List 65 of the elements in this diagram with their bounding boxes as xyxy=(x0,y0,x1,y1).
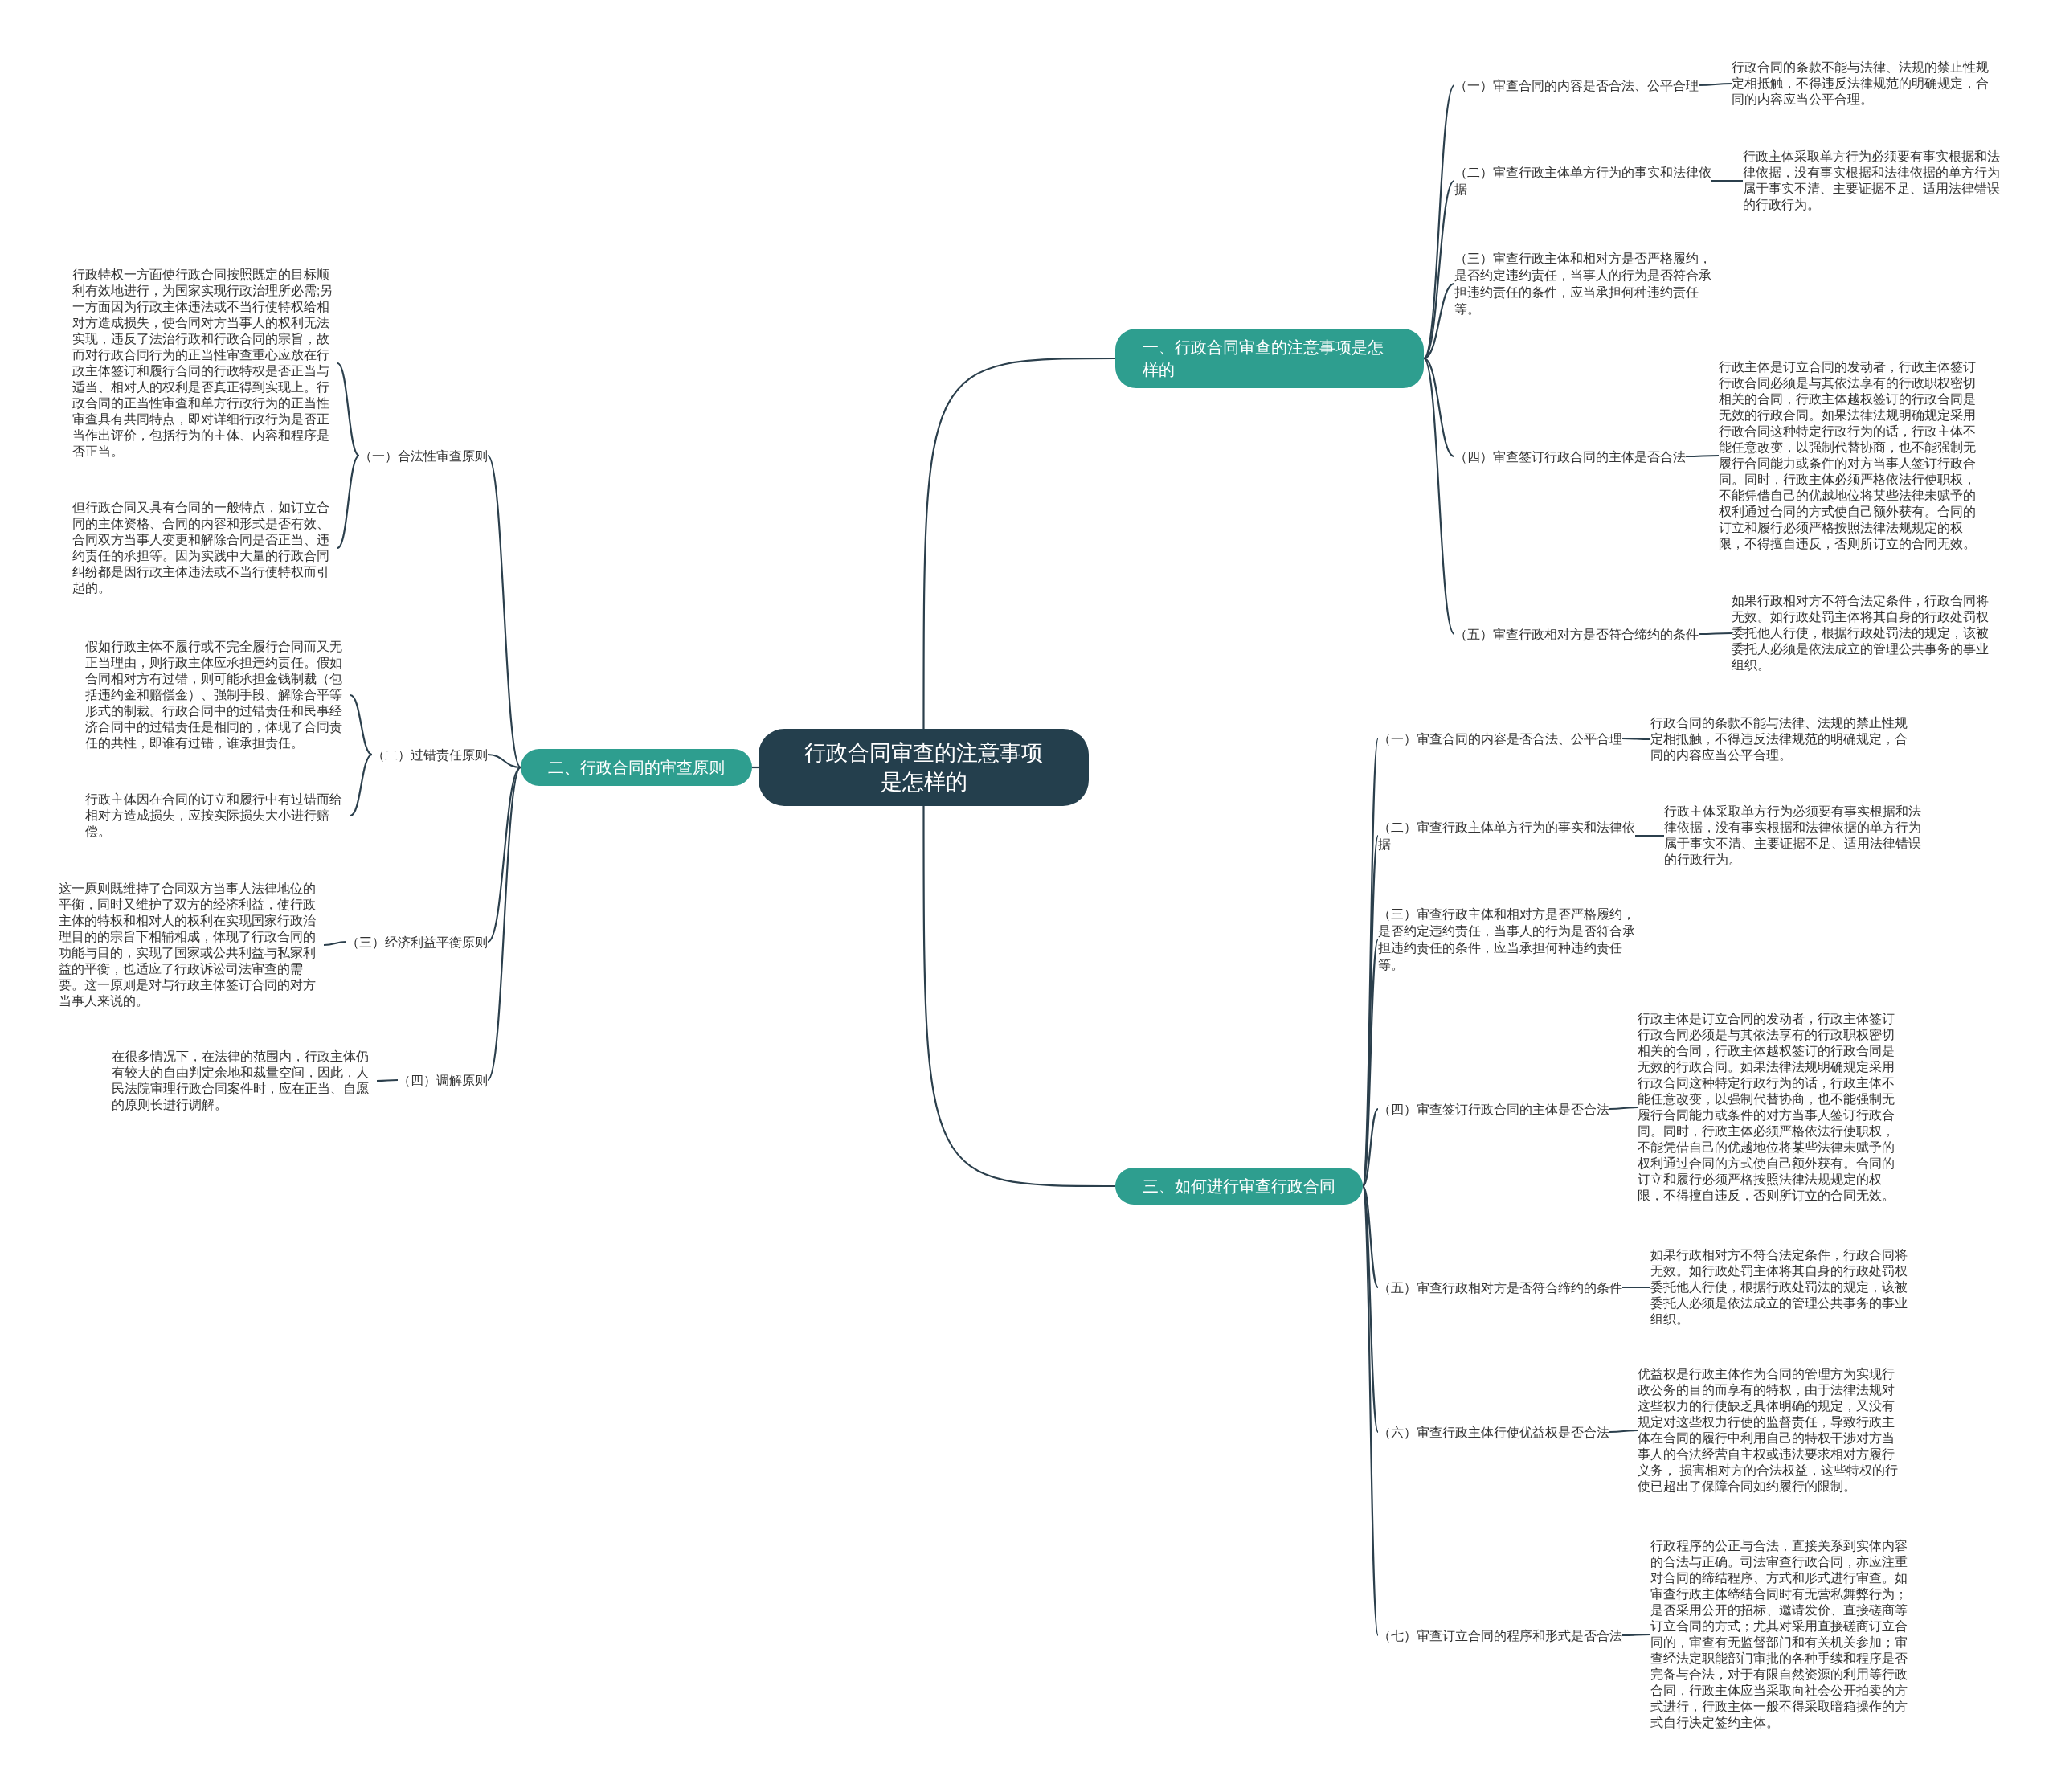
connector-line xyxy=(1423,283,1455,359)
connector-line xyxy=(377,1078,398,1082)
connector-line xyxy=(1609,1106,1638,1111)
subtopic-label: （三）审查行政主体和相对方是否严格履约，是否约定违约责任，当事人的行为是否符合承担违约责任的条件，应当承担何种违约责任等。 xyxy=(1454,250,1711,317)
subtopic-label: （三）审查行政主体和相对方是否严格履约，是否约定违约责任，当事人的行为是否符合承担违约责任的条件，应当承担何种违约责任等。 xyxy=(1378,906,1635,973)
detail-text: 在很多情况下，在法律的范围内，行政主体仍有较大的自由判定余地和裁量空间，因此，人民法院审理行政合同案件时，应在正当、自愿的原则长进行调解。 xyxy=(112,1049,377,1113)
connector-line xyxy=(1622,1286,1650,1289)
detail-text: 行政程序的公正与合法，直接关系到实体内容的合法与正确。司法审查行政合同，亦应注重对合同的缔结程序、方式和形式进行审查。如审查行政主体缔结合同时有无营私舞弊行为；是否采用公开的招标、邀请发价、直接磋商等订立合同的方式；尤其对采用直接磋商订立合同的，审查有无监督部门和有关机关参加；审查经法定职能部门审批的各种手续和程序是否完备与合法，对于有限自然资源的利用等行政合同，行政主体应当采取向社会公开拍卖的方式进行，行政主体一般不得采取暗箱操作的方式自行决定签约主体。 xyxy=(1650,1538,1916,1731)
connector-line xyxy=(487,753,521,769)
connector-line xyxy=(337,362,360,456)
connector-line xyxy=(1423,358,1455,457)
central-topic: 行政合同审查的注意事项是怎样的 xyxy=(759,729,1089,806)
detail-text: 假如行政主体不履行或不完全履行合同而又无正当理由，则行政主体应承担违约责任。假如合同相对方有过错，则可能承担金钱制裁（包括违约金和赔偿金）、强制手段、解除合平等形式的制裁。行政合同中的过错责任和民事经济合同中的过错责任是相同的，体现了合同责任的共性，即谁有过错，谁承担责任。 xyxy=(85,639,350,751)
connector-line xyxy=(1362,1108,1379,1187)
subtopic-label: （三）经济利益平衡原则 xyxy=(346,933,488,951)
detail-text: 行政主体采取单方行为必须要有事实根据和法律依据，没有事实根据和法律依据的单方行为属于事实不清、主要证据不足、适用法律错误的行政行为。 xyxy=(1664,804,1929,868)
detail-text: 行政主体采取单方行为必须要有事实根据和法律依据，没有事实根据和法律依据的单方行为属于事实不清、主要证据不足、适用法律错误的行政行为。 xyxy=(1743,149,2008,213)
connector-line xyxy=(487,767,521,1081)
connector-line xyxy=(1362,1185,1379,1288)
detail-text: 优益权是行政主体作为合同的管理方为实现行政公务的目的而享有的特权，由于法律法规对这些权力的行使缺乏具体明确的规定，又没有规定对这些权力行使的监督责任，导致行政主体在合同的履行中利用自己的特权干涉对方当事人的合法经营自主权或违法要求相对方履行义务， 损害相对方的合法权益，这些特权的行使已超出了保障合同如约履行的限制。 xyxy=(1638,1366,1903,1495)
subtopic-label: （四）调解原则 xyxy=(398,1071,488,1089)
connector-line xyxy=(487,455,521,768)
subtopic-label: （七）审查订立合同的程序和形式是否合法 xyxy=(1378,1626,1622,1644)
subtopic-label: （五）审查行政相对方是否符合缔约的条件 xyxy=(1378,1279,1622,1296)
subtopic-label: （二）审查行政主体单方行为的事实和法律依据 xyxy=(1378,819,1635,853)
connector-line xyxy=(922,357,1115,729)
connector-line xyxy=(350,754,373,816)
detail-text: 行政合同的条款不能与法律、法规的禁止性规定相抵触，不得违反法律规范的明确规定，合同的内容应当公平合理。 xyxy=(1732,59,1997,108)
subtopic-label: （五）审查行政相对方是否符合缔约的条件 xyxy=(1454,625,1699,643)
connector-line xyxy=(1622,737,1650,741)
detail-text: 但行政合同又具有合同的一般特点，如订立合同的主体资格、合同的内容和形式是否有效、合同双方当事人变更和解除合同是否正当、违约责任的承担等。因为实践中大量的行政合同纠纷都是因行政主体违法或不当行使特权而引起的。 xyxy=(72,500,337,596)
connector-line xyxy=(1423,358,1455,635)
detail-text: 行政主体是订立合同的发动者，行政主体签订行政合同必须是与其依法享有的行政职权密切相关的合同，行政主体越权签订的行政合同是无效的行政合同。如果法律法规明确规定采用行政合同这种特定行政行为的话，行政主体不能任意改变，以强制代替协商，也不能强制无履行合同能力或条件的对方当事人签订行政合同。同时，行政主体必须严格依法行使职权，不能凭借自己的优越地位将某些法律未赋予的权利通过合同的方式使自己额外获有。合同的订立和履行必须严格按照法律法规规定的权限，不得擅自违反，否则所订立的合同无效。 xyxy=(1638,1011,1903,1204)
subtopic-label: （一）合法性审查原则 xyxy=(359,447,488,464)
subtopic-label: （一）审查合同的内容是否合法、公平合理 xyxy=(1378,730,1622,747)
subtopic-label: （六）审查行政主体行使优益权是否合法 xyxy=(1378,1423,1609,1441)
branch-topic: 三、如何进行审查行政合同 xyxy=(1115,1168,1363,1205)
connector-line xyxy=(1423,180,1455,359)
connector-line xyxy=(1622,1633,1650,1637)
connector-line xyxy=(337,455,360,549)
branch-topic: 一、行政合同审查的注意事项是怎样的 xyxy=(1115,329,1424,388)
connector-line xyxy=(1361,1185,1380,1433)
connector-line xyxy=(1609,1429,1638,1434)
detail-text: 这一原则既维持了合同双方当事人法律地位的平衡，同时又维护了双方的经济利益，使行政主体的特权和相对人的权利在实现国家行政治理目的的宗旨下相辅相成，体现了行政合同的功能与目的，实现了国家或公共利益与私家利益的平衡，也适应了行政诉讼司法审查的需要。这一原则是对与行政主体签订合同的对方当事人来说的。 xyxy=(59,881,324,1009)
connector-line xyxy=(1635,834,1664,837)
subtopic-label: （一）审查合同的内容是否合法、公平合理 xyxy=(1454,76,1699,94)
detail-text: 行政主体因在合同的订立和履行中有过错而给相对方造成损失，应按实际损失大小进行赔偿。 xyxy=(85,792,350,840)
subtopic-label: （二）审查行政主体单方行为的事实和法律依据 xyxy=(1454,164,1711,198)
branch-topic: 二、行政合同的审查原则 xyxy=(521,749,752,786)
detail-text: 行政特权一方面使行政合同按照既定的目标顺利有效地进行，为国家实现行政治理所必需;另一方面因为行政主体违法或不当行使特权给相对方造成损失，使合同对方当事人的权利无法实现，违反了法治行政和行政合同的宗旨，故而对行政合同行为的正当性审查重心应放在行政主体签订和履行合同的行政特权是否正当与适当、相对人的权利是否真正得到实现上。行政合同的正当性审查和单方行政行为的正当性审查具有共同特点，即对详细行政行为是否正当作出评价，包括行为的主体、内容和程序是否正当。 xyxy=(72,267,337,460)
connector-line xyxy=(323,940,347,947)
detail-text: 行政主体是订立合同的发动者，行政主体签订行政合同必须是与其依法享有的行政职权密切相关的合同，行政主体越权签订的行政合同是无效的行政合同。如果法律法规明确规定采用行政合同这种特定行政行为的话，行政主体不能任意改变，以强制代替协商，也不能强制无履行合同能力或条件的对方当事人签订行政合同。同时，行政主体必须严格依法行使职权，不能凭借自己的优越地位将某些法律未赋予的权利通过合同的方式使自己额外获有。合同的订立和履行必须严格按照法律法规规定的权限，不得擅自违反，否则所订立的合同无效。 xyxy=(1719,359,1984,552)
connector-line xyxy=(1699,632,1732,636)
connector-line xyxy=(922,806,1115,1188)
connector-line xyxy=(1711,179,1743,182)
connector-line xyxy=(487,767,521,943)
subtopic-label: （四）审查签订行政合同的主体是否合法 xyxy=(1378,1100,1609,1118)
connector-line xyxy=(350,694,373,755)
detail-text: 如果行政相对方不符合法定条件，行政合同将无效。如行政处罚主体将其自身的行政处罚权委托他人行使，根据行政处罚法的规定，该被委托人必须是依法成立的管理公共事务的事业组织。 xyxy=(1650,1247,1916,1328)
detail-text: 行政合同的条款不能与法律、法规的禁止性规定相抵触，不得违反法律规范的明确规定，合同的内容应当公平合理。 xyxy=(1650,715,1916,763)
connector-line xyxy=(1699,82,1732,87)
connector-line xyxy=(1686,454,1719,458)
detail-text: 如果行政相对方不符合法定条件，行政合同将无效。如行政处罚主体将其自身的行政处罚权委托他人行使，根据行政处罚法的规定，该被委托人必须是依法成立的管理公共事务的事业组织。 xyxy=(1732,593,1997,673)
subtopic-label: （四）审查签订行政合同的主体是否合法 xyxy=(1454,448,1686,465)
subtopic-label: （二）过错责任原则 xyxy=(372,746,488,763)
